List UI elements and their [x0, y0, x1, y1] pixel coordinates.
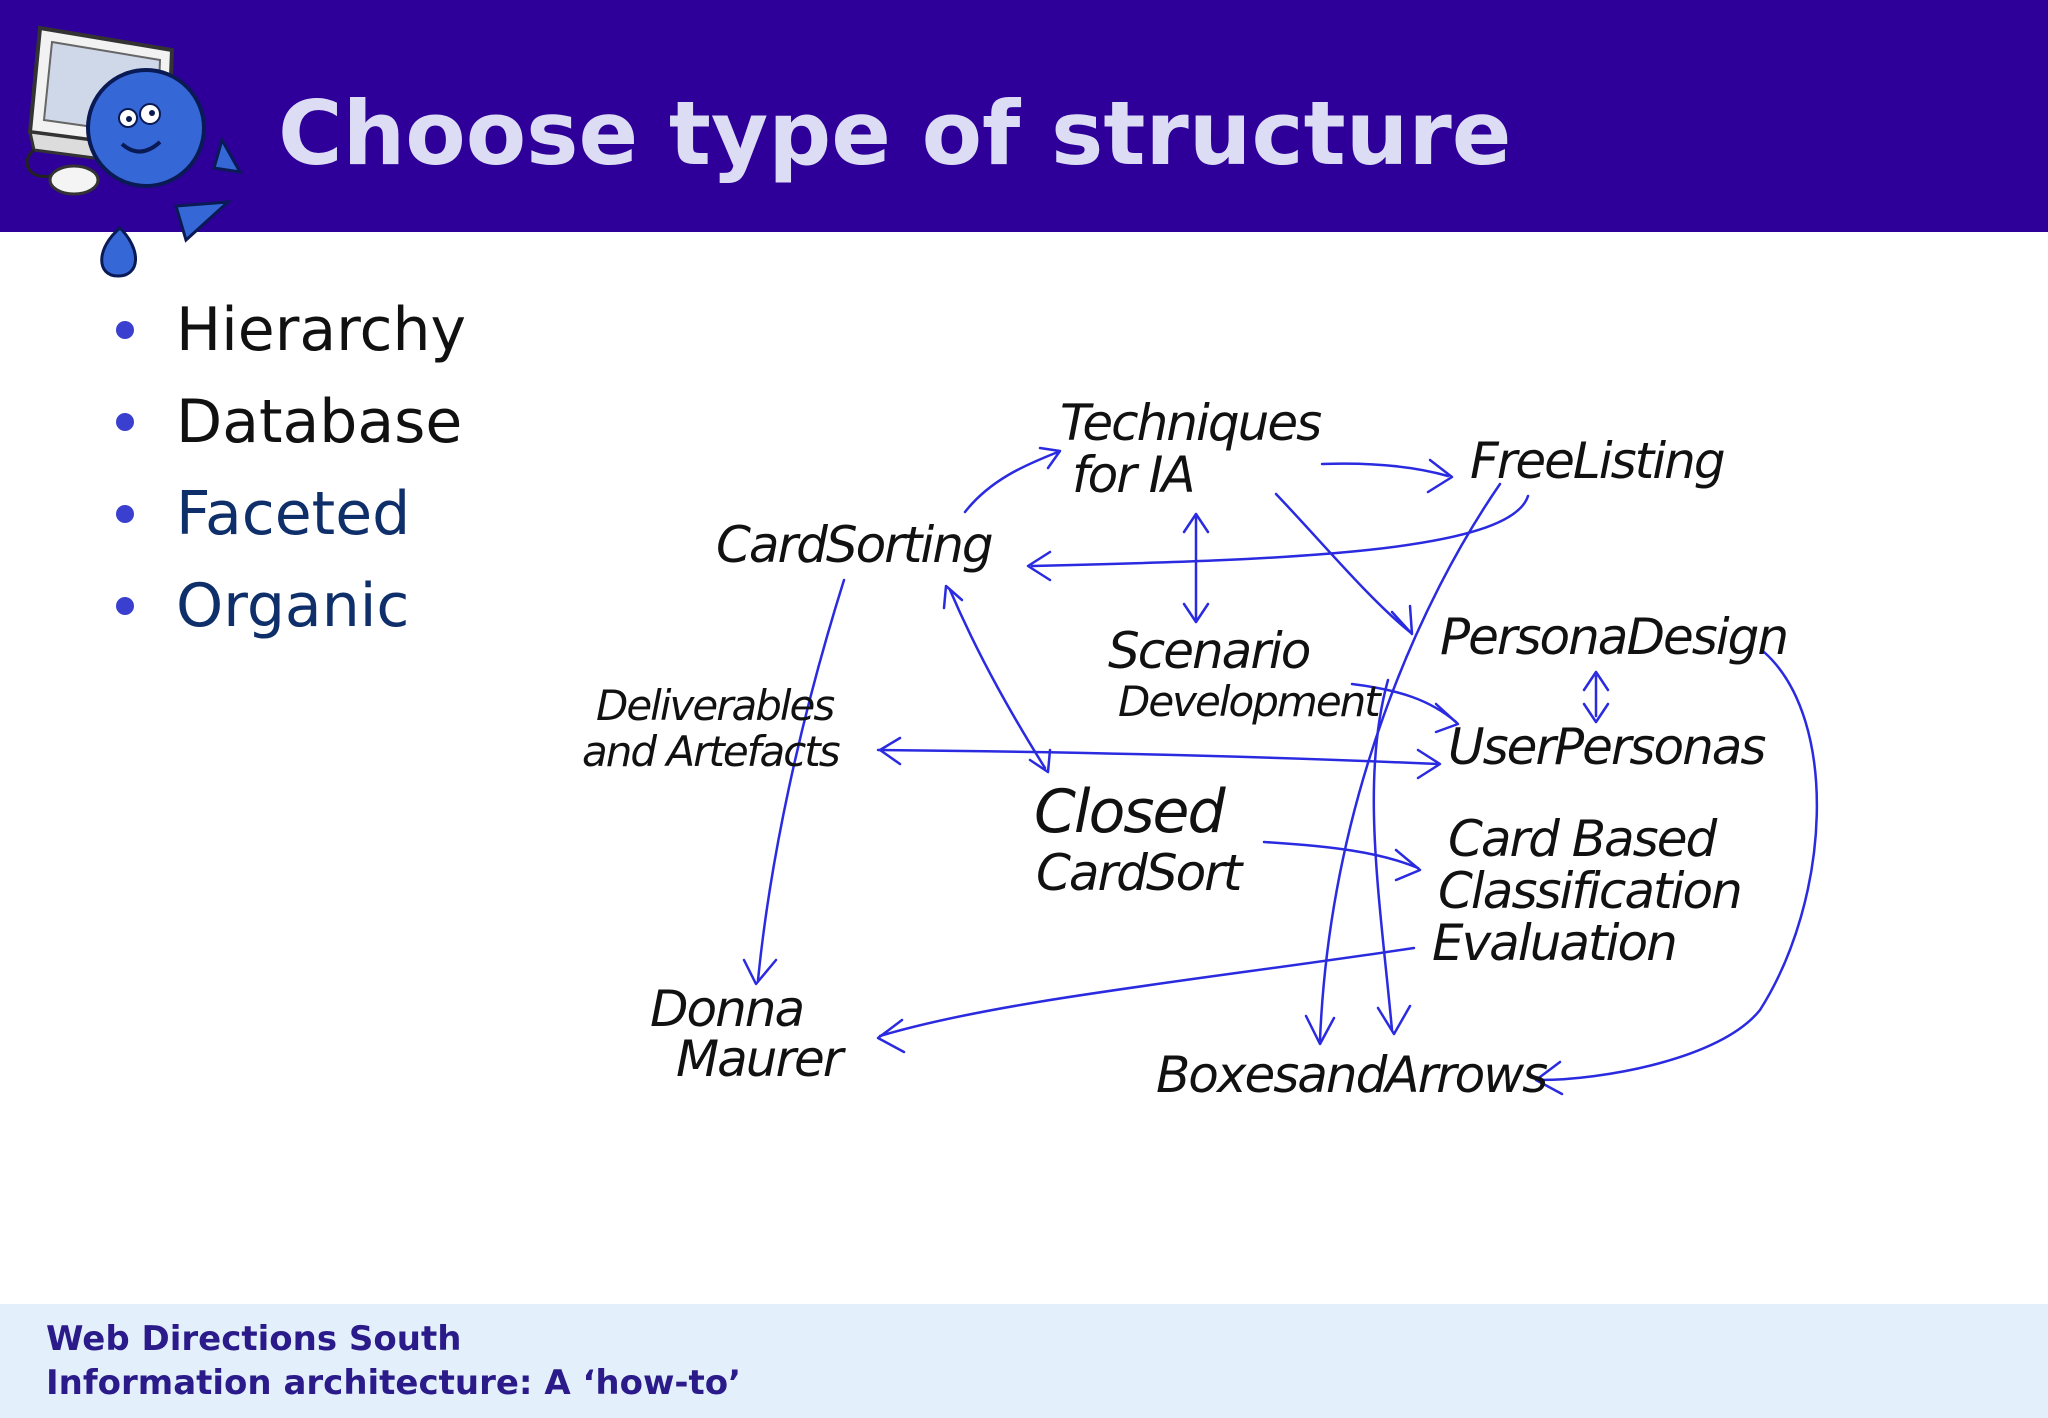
- node-donna: Donna: [650, 980, 803, 1038]
- bullet-item: Faceted: [108, 468, 466, 560]
- bullet-dot-icon: [116, 505, 134, 523]
- bullet-dot-icon: [116, 597, 134, 615]
- arrow-cardsorting-donna: [756, 578, 846, 982]
- node-donna: Maurer: [676, 1030, 847, 1088]
- arrow-cardsorting-closed: [948, 588, 1047, 770]
- node-techniques: Techniques: [1060, 394, 1321, 452]
- node-deliverables: Deliverables: [596, 681, 834, 730]
- bullet-text: Hierarchy: [176, 295, 467, 365]
- ia-concept-diagram: Techniques for IA FreeListing CardSortin…: [582, 394, 1819, 1104]
- arrow-cardbased-boxes: [1372, 678, 1394, 1032]
- arrow-techniques-persona: [1274, 492, 1412, 634]
- arrow-persona-boxes: [1538, 650, 1819, 1082]
- node-deliverables: and Artefacts: [582, 727, 840, 776]
- slide-title: Choose type of structure: [278, 82, 1512, 185]
- arrow-cardbased-donna: [878, 946, 1416, 1038]
- footer-event-name: Web Directions South: [46, 1319, 462, 1359]
- bullet-item: Organic: [108, 560, 466, 652]
- bullet-text: Database: [176, 387, 463, 457]
- bullet-dot-icon: [116, 413, 134, 431]
- arrow-freelisting-boxes: [1318, 482, 1502, 1042]
- header-bar: [0, 0, 2048, 232]
- node-boxes-and-arrows: BoxesandArrows: [1156, 1046, 1547, 1104]
- footer-talk-title: Information architecture: A ‘how-to’: [46, 1363, 742, 1403]
- node-scenario: Development: [1118, 677, 1382, 726]
- bullet-item: Hierarchy: [108, 284, 466, 376]
- bullet-dot-icon: [116, 321, 134, 339]
- node-persona-design: PersonaDesign: [1440, 608, 1787, 666]
- bullet-text: Organic: [176, 571, 410, 641]
- computer-mascot-icon: [25, 25, 243, 278]
- node-closed-card-sort: Closed: [1034, 777, 1226, 847]
- bullet-list: Hierarchy Database Faceted Organic: [108, 284, 466, 652]
- bullet-item: Database: [108, 376, 466, 468]
- node-user-personas: UserPersonas: [1448, 718, 1765, 776]
- node-scenario: Scenario: [1108, 622, 1310, 680]
- node-card-based: Evaluation: [1432, 914, 1676, 972]
- node-closed-card-sort: CardSort: [1036, 844, 1245, 902]
- bullet-text: Faceted: [176, 479, 411, 549]
- footer-bar: Web Directions South Information archite…: [0, 1304, 2048, 1418]
- arrow-closed-cardbased: [1262, 840, 1420, 870]
- node-card-based: Classification: [1438, 862, 1741, 920]
- node-card-sorting: CardSorting: [716, 516, 992, 574]
- arrow-techniques-freelisting: [1320, 462, 1450, 478]
- node-free-listing: FreeListing: [1470, 432, 1724, 490]
- arrow-deliverables-personas: [876, 748, 1440, 766]
- node-card-based: Card Based: [1448, 810, 1717, 868]
- arrow-freelisting-cardsorting: [1030, 494, 1530, 568]
- node-techniques: for IA: [1072, 446, 1194, 504]
- arrow-card-sorting-techniques: [963, 450, 1060, 514]
